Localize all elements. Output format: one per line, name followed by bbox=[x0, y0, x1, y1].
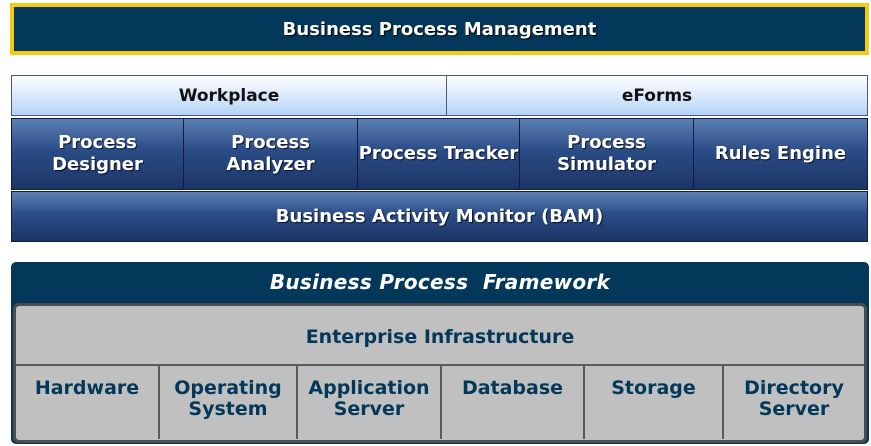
process-analyzer-box: Process Analyzer bbox=[183, 118, 358, 190]
rules-engine-label: Rules Engine bbox=[714, 143, 847, 164]
database-cell: Database bbox=[442, 366, 583, 439]
process-designer-box: Process Designer bbox=[11, 118, 184, 190]
bam-label: Business Activity Monitor (BAM) bbox=[275, 206, 604, 227]
process-designer-label: Process Designer bbox=[52, 132, 143, 175]
infrastructure-heading: Enterprise Infrastructure bbox=[16, 311, 864, 363]
application-server-label: Application Server bbox=[308, 377, 430, 420]
storage-label: Storage bbox=[611, 377, 696, 399]
workplace-label: Workplace bbox=[178, 85, 280, 106]
bam-bar: Business Activity Monitor (BAM) bbox=[11, 191, 868, 242]
component-divider bbox=[440, 366, 442, 439]
workplace-box: Workplace bbox=[11, 75, 447, 116]
rules-engine-box: Rules Engine bbox=[693, 118, 868, 190]
operating-system-label: Operating System bbox=[174, 377, 282, 420]
process-simulator-box: Process Simulator bbox=[519, 118, 694, 190]
process-simulator-label: Process Simulator bbox=[557, 132, 656, 175]
infrastructure-label: Enterprise Infrastructure bbox=[305, 326, 575, 348]
infrastructure-divider bbox=[16, 364, 864, 366]
framework-title: Business Process Framework bbox=[11, 262, 869, 302]
bpm-banner: Business Process Management bbox=[10, 3, 869, 55]
application-server-cell: Application Server bbox=[298, 366, 440, 439]
process-analyzer-label: Process Analyzer bbox=[226, 132, 315, 175]
eforms-label: eForms bbox=[621, 85, 693, 106]
hardware-label: Hardware bbox=[34, 377, 140, 399]
hardware-cell: Hardware bbox=[16, 366, 158, 439]
eforms-box: eForms bbox=[446, 75, 868, 116]
component-divider bbox=[158, 366, 160, 439]
component-divider bbox=[296, 366, 298, 439]
database-label: Database bbox=[461, 377, 564, 399]
process-tracker-label: Process Tracker bbox=[358, 143, 519, 164]
component-divider bbox=[583, 366, 585, 439]
directory-server-label: Directory Server bbox=[744, 377, 844, 420]
component-divider bbox=[722, 366, 724, 439]
operating-system-cell: Operating System bbox=[160, 366, 296, 439]
storage-cell: Storage bbox=[585, 366, 722, 439]
directory-server-cell: Directory Server bbox=[724, 366, 864, 439]
bpm-banner-label: Business Process Management bbox=[282, 18, 597, 40]
framework-title-label: Business Process Framework bbox=[269, 270, 611, 294]
process-tracker-box: Process Tracker bbox=[357, 118, 520, 190]
